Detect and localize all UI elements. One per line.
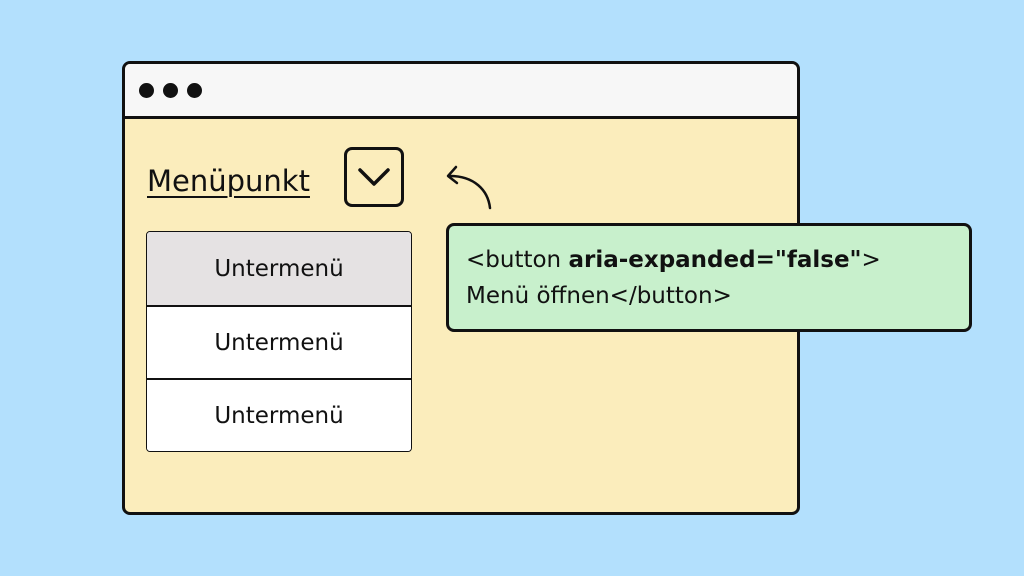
window-titlebar	[125, 64, 797, 119]
window-content: Menüpunkt Untermenü Untermenü Untermenü	[125, 119, 797, 512]
code-line-2: Menü öffnen</button>	[466, 283, 732, 309]
submenu-item[interactable]: Untermenü	[147, 305, 411, 378]
window-dot-icon	[163, 83, 178, 98]
window-dot-icon	[139, 83, 154, 98]
submenu-toggle-button[interactable]	[344, 147, 404, 207]
code-tag-open: <button	[466, 247, 569, 273]
submenu-item[interactable]: Untermenü	[147, 232, 411, 305]
window-dot-icon	[187, 83, 202, 98]
curved-arrow-icon	[446, 165, 492, 210]
code-line-1: <button aria-expanded="false">	[466, 242, 951, 278]
submenu-item[interactable]: Untermenü	[147, 378, 411, 451]
chevron-down-icon	[358, 168, 390, 186]
code-tag-close: >	[861, 247, 881, 273]
code-attribute: aria-expanded="false"	[568, 247, 862, 273]
menu-item-label[interactable]: Menüpunkt	[147, 164, 310, 198]
submenu-list: Untermenü Untermenü Untermenü	[146, 231, 412, 452]
code-snippet: <button aria-expanded="false"> Menü öffn…	[446, 223, 972, 332]
